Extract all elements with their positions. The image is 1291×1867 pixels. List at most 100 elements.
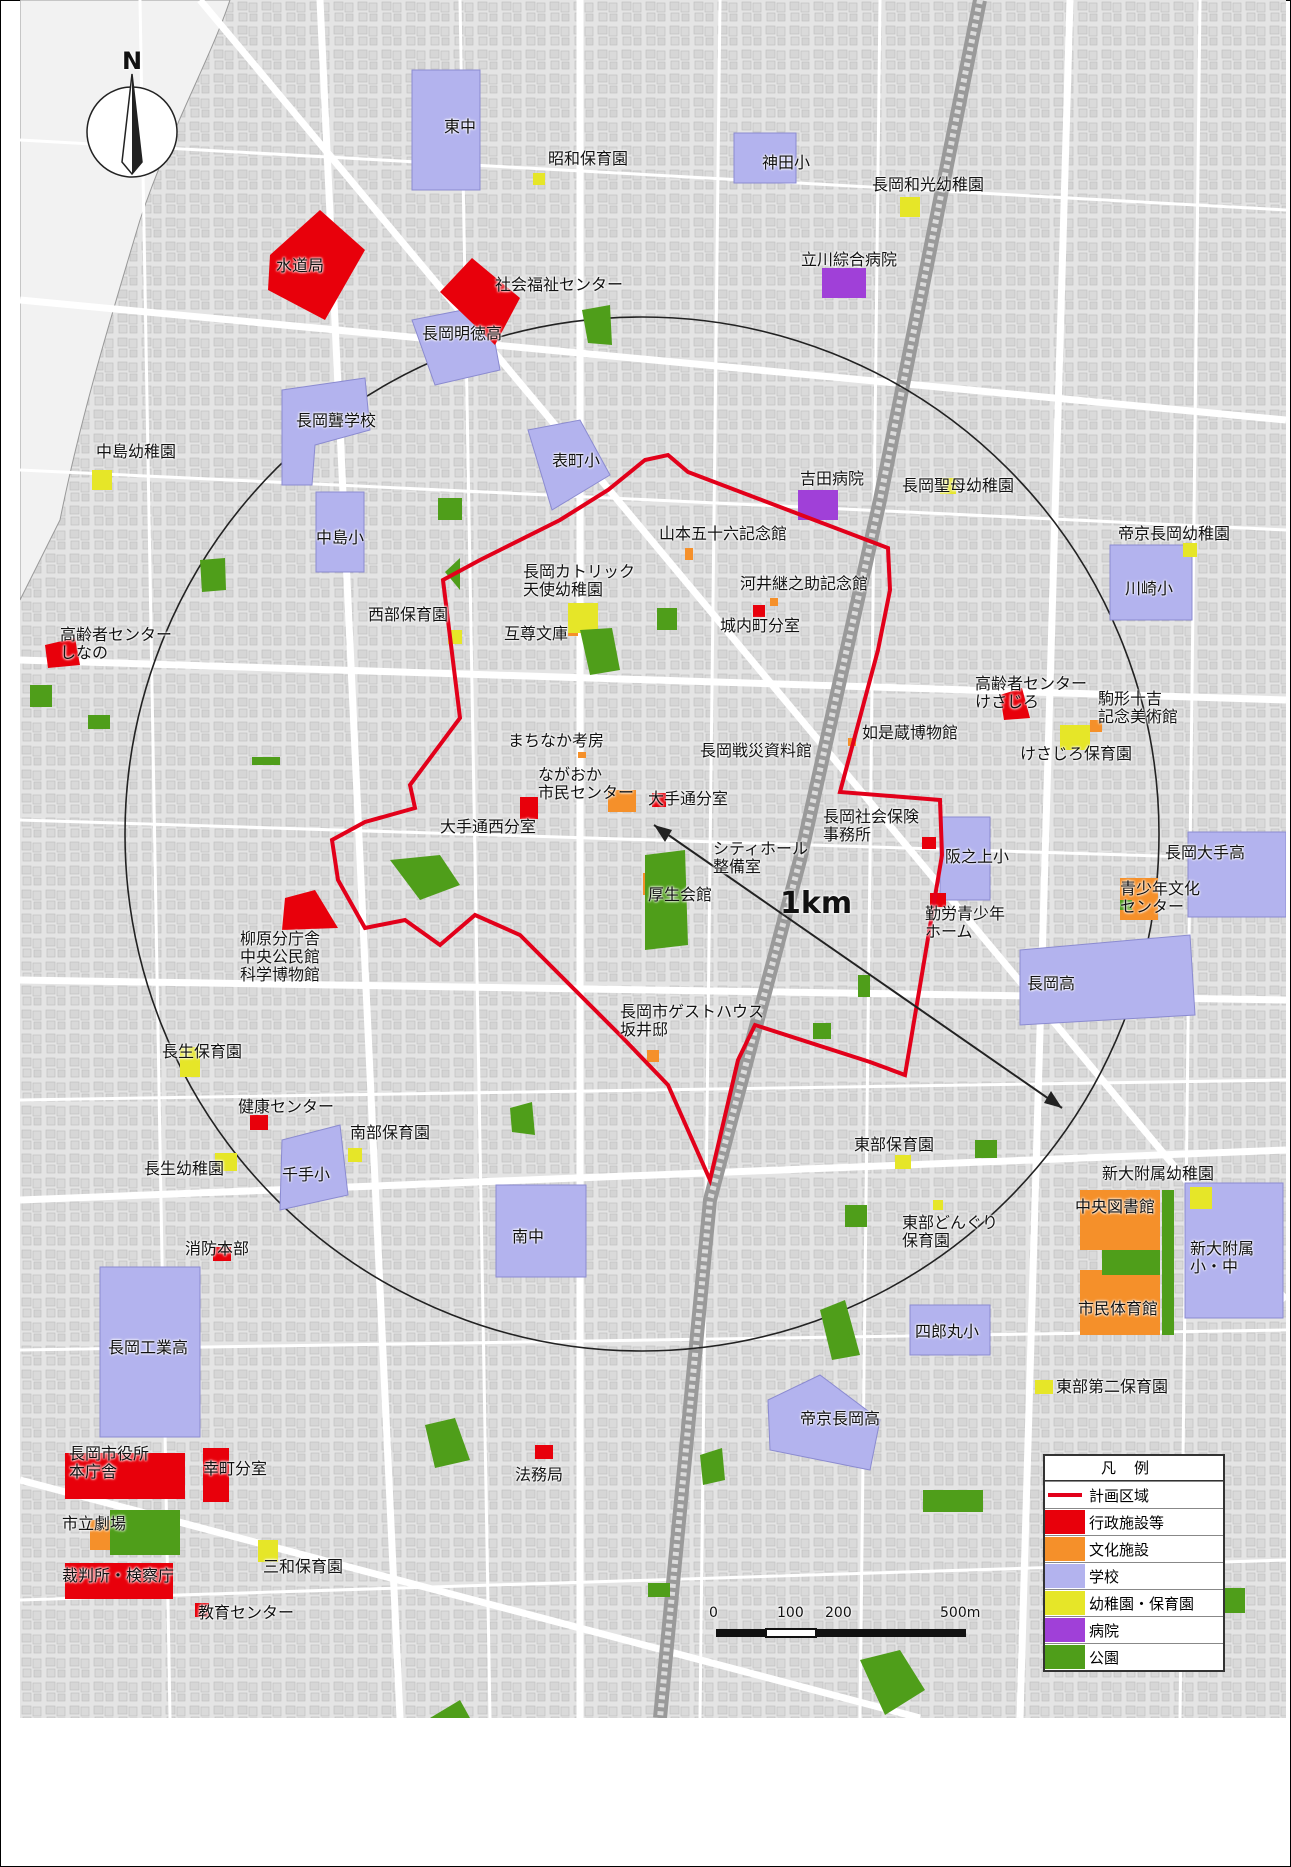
facility-label: けさじろ保育園 [1020,744,1133,763]
facility-label: 健康センター [238,1097,335,1116]
major-roads [20,0,1286,1718]
river [20,0,231,601]
legend-swatch [1045,1591,1085,1615]
facility-label: 長岡聾学校 [296,411,377,430]
legend-item: 幼稚園・保育園 [1045,1589,1223,1616]
facility-label: 東部第二保育園 [1056,1377,1169,1396]
scale-tick-500: 500m [940,1605,981,1621]
facility-label: 勤労青少年 ホーム [925,904,1006,941]
facility-label: 吉田病院 [800,469,865,488]
scale-tick-100: 100 [777,1605,804,1621]
school-areas [99,69,1286,1471]
facility-label: 東部どんぐり 保育園 [902,1213,999,1250]
legend-item: 病院 [1045,1616,1223,1643]
facility-label: 四郎丸小 [915,1322,980,1341]
railway-track [657,0,983,1718]
facility-label: 長岡大手高 [1165,843,1246,862]
facility-label: 長岡高 [1027,974,1076,993]
legend-swatch [1045,1510,1085,1534]
scale-tick-200: 200 [825,1605,852,1621]
facility-label: 消防本部 [185,1239,250,1258]
plan-area-boundary[interactable] [329,452,945,1187]
legend-swatch [1045,1645,1085,1669]
facility-label: 南中 [512,1227,545,1246]
facility-label: 中島小 [316,528,365,547]
facility-label: 柳原分庁舎 中央公民館 科学博物館 [240,929,321,984]
facility-label: 水道局 [276,256,325,275]
facility-label: 互尊文庫 [504,624,569,643]
facility-label: 教育センター [198,1603,295,1622]
legend-title: 凡例 [1045,1456,1223,1481]
kindergarten-areas [92,173,1212,1562]
legend-label: 公園 [1089,1648,1120,1667]
facility-label: 長岡戦災資料館 [700,741,813,760]
facility-label: 中島幼稚園 [96,442,177,461]
city-map[interactable]: N 東中昭和保育園神田小長岡和光幼稚園水道局社会福祉センター立川綜合病院長岡明徳… [20,0,1286,1718]
facility-label: 中央図書館 [1075,1197,1156,1216]
facility-label: 長岡和光幼稚園 [872,175,985,194]
legend-label: 計画区域 [1089,1486,1150,1505]
arrow-head-start [654,825,672,842]
facility-label: 城内町分室 [720,616,801,635]
north-label: N [122,47,143,75]
facility-label: 東部保育園 [854,1135,935,1154]
legend-swatch [1045,1564,1085,1588]
facility-label: 長岡明徳高 [422,324,503,343]
legend-label: 学校 [1089,1567,1120,1586]
facility-label: 帝京長岡幼稚園 [1118,524,1231,543]
school-higashi-chu [411,69,481,191]
facility-label: 昭和保育園 [548,149,629,168]
facility-label: シティホール 整備室 [713,839,809,876]
legend-item: 文化施設 [1045,1535,1223,1562]
facility-label: 長岡聖母幼稚園 [902,476,1015,495]
legend-item: 学校 [1045,1562,1223,1589]
facility-label: 山本五十六記念館 [659,524,788,543]
facility-label: 東中 [444,117,477,136]
facility-label: 神田小 [762,153,811,172]
facility-label: 長岡社会保険 事務所 [823,807,920,844]
facility-label: 河井継之助記念館 [740,574,869,593]
radius-circle [124,316,1160,1352]
facility-label: 阪之上小 [945,847,1010,866]
facility-label: 長岡工業高 [108,1338,189,1357]
facility-label: 高齢者センター けさじろ [975,674,1088,711]
legend-label: 行政施設等 [1089,1513,1165,1532]
legend-swatch [1045,1483,1085,1507]
legend-label: 病院 [1089,1621,1120,1640]
radius-arrow [653,824,1063,1109]
facility-label: 駒形十吉 記念美術館 [1098,689,1179,726]
map-legend: 凡例 計画区域行政施設等文化施設学校幼稚園・保育園病院公園 [1043,1454,1225,1672]
facility-label: 大手通分室 [648,789,729,808]
facility-label: 長岡カトリック 天使幼稚園 [523,562,636,599]
facility-label: 厚生会館 [648,885,713,904]
facility-label: 法務局 [515,1465,564,1484]
legend-label: 幼稚園・保育園 [1089,1594,1195,1613]
facility-label: 帝京長岡高 [800,1409,881,1428]
facility-label: 市立劇場 [62,1514,127,1533]
legend-swatch [1045,1537,1085,1561]
facility-label: 表町小 [552,451,601,470]
legend-item: 公園 [1045,1643,1223,1670]
facility-label: 幸町分室 [203,1459,268,1478]
facility-label: 青少年文化 センター [1120,879,1201,916]
facility-label: 立川綜合病院 [801,250,898,269]
scale-bar: 0 100 200 500m [709,1604,985,1654]
facility-label: 長生保育園 [162,1042,243,1061]
facility-label: 大手通西分室 [440,817,537,836]
facility-label: 西部保育園 [368,605,449,624]
legend-item: 計画区域 [1045,1481,1223,1508]
facility-label: 南部保育園 [350,1123,431,1142]
facility-label: 長岡市ゲストハウス 坂井邸 [620,1002,765,1039]
facility-label: 千手小 [282,1165,331,1184]
facility-label: 高齢者センター しなの [60,625,173,662]
legend-item: 行政施設等 [1045,1508,1223,1535]
scale-tick-0: 0 [709,1605,718,1621]
facility-label: 新大附属幼稚園 [1102,1164,1215,1183]
facility-label: まちなか考房 [508,731,605,750]
map-canvas [20,0,1286,1718]
arrow-head-end [1044,1091,1062,1108]
legend-swatch [1045,1618,1085,1642]
facility-label: 長岡市役所 本庁舎 [69,1444,150,1481]
facility-label: 市民体育館 [1078,1299,1159,1318]
legend-label: 文化施設 [1089,1540,1150,1559]
